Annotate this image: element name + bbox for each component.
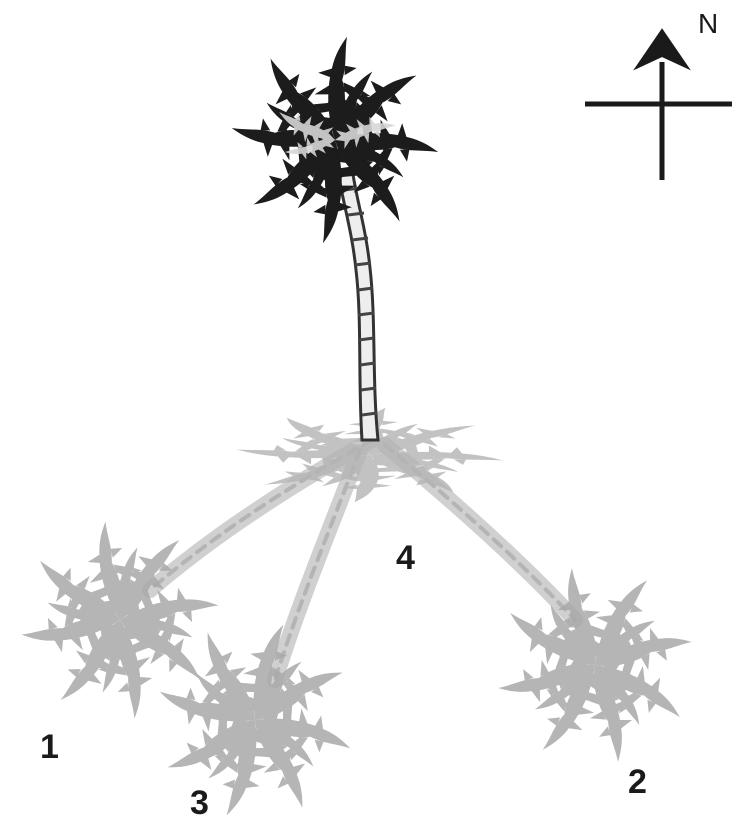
tree-label-4: 4 [396,541,415,575]
compass-north-label: N [698,10,718,38]
tree-label-1: 1 [40,730,59,764]
north-arrow-icon [585,30,732,180]
tree-label-3: 3 [190,786,209,820]
palm-crown-2 [464,534,727,797]
palm-crown-3 [140,605,369,825]
upright-palm-crown [232,37,438,243]
tree-label-2: 2 [628,765,647,799]
